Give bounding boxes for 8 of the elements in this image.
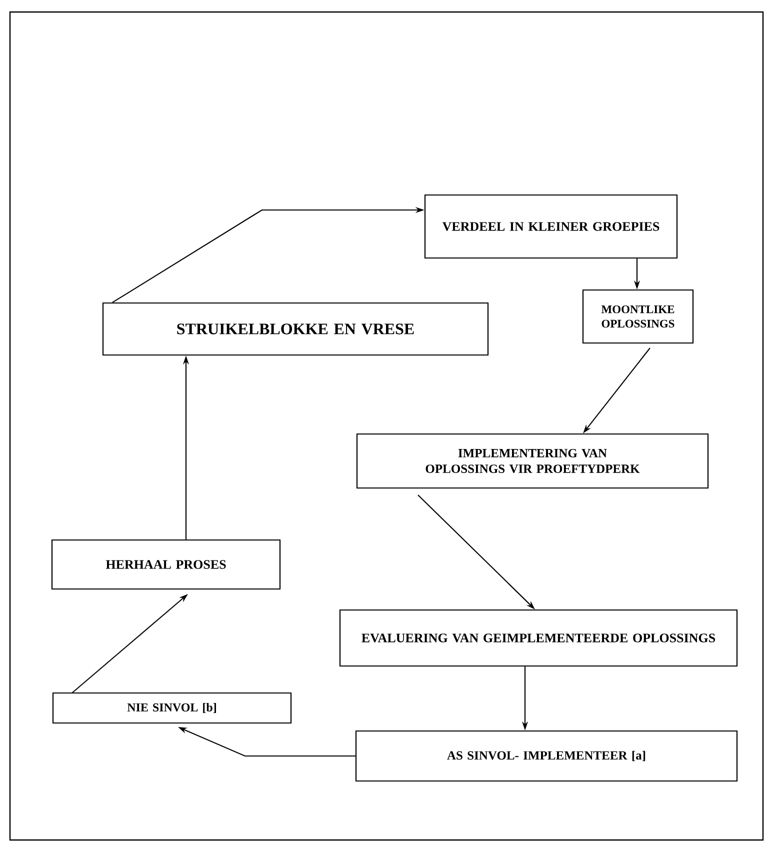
process-box: EVALUERING VAN GEIMPLEMENTEERDE OPLOSSINGS [339,609,738,667]
process-box: AS SINVOL- IMPLEMENTEER [a] [355,730,738,782]
process-box: NIE SINVOL [b] [52,692,292,724]
process-box: HERHAAL PROSES [51,539,281,590]
process-box: STRUIKELBLOKKE EN VRESE [102,302,489,356]
process-box: VERDEEL IN KLEINER GROEPIES [424,194,678,259]
process-box: IMPLEMENTERING VAN OPLOSSINGS VIR PROEFTYDPERK [356,433,709,489]
process-box: MOONTLIKE OPLOSSINGS [582,289,694,344]
